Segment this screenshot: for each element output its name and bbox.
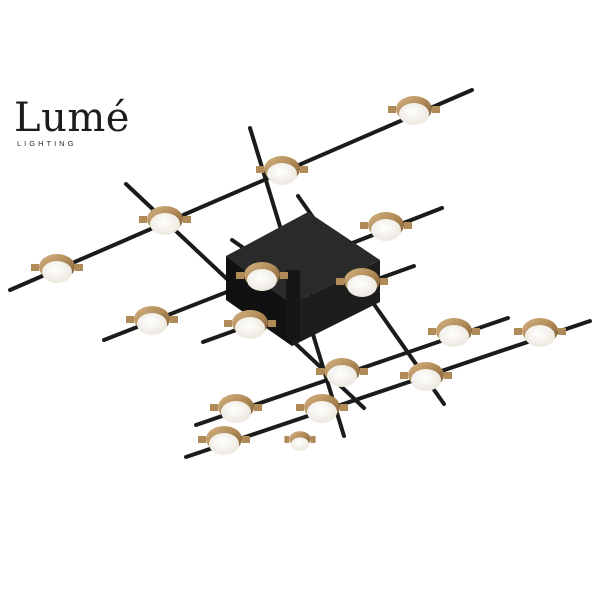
rod-clip	[428, 328, 436, 335]
rod-clip	[268, 320, 276, 327]
rod-clip	[183, 216, 191, 223]
rod-clip	[210, 404, 218, 411]
light-head	[428, 318, 480, 347]
rod-clip	[444, 372, 452, 379]
rod-clip	[432, 106, 440, 113]
rod-clip	[280, 272, 288, 279]
rod-clip	[340, 404, 348, 411]
light-head	[31, 254, 83, 283]
light-head	[126, 306, 178, 335]
light-diffuser	[411, 369, 441, 391]
light-diffuser	[209, 433, 239, 455]
brand-tagline: LIGHTING	[17, 139, 77, 148]
light-diffuser	[42, 261, 72, 283]
light-diffuser	[399, 103, 429, 125]
light-head	[296, 394, 348, 423]
rod-clip	[198, 436, 206, 443]
light-head	[388, 96, 440, 125]
rod-clip	[336, 278, 344, 285]
light-head	[256, 156, 308, 185]
light-diffuser	[235, 317, 265, 339]
light-diffuser	[291, 437, 309, 451]
light-diffuser	[247, 269, 277, 291]
light-head	[236, 262, 288, 291]
rod-clip	[472, 328, 480, 335]
light-head	[139, 206, 191, 235]
brand-logo: Lumé LIGHTING	[14, 96, 130, 148]
rod-clip	[404, 222, 412, 229]
light-heads	[31, 96, 566, 455]
light-head	[360, 212, 412, 241]
rod-clip	[170, 316, 178, 323]
light-head	[336, 268, 388, 297]
brand-name: Lumé	[14, 95, 130, 141]
rod-clip	[300, 166, 308, 173]
rod-clip	[254, 404, 262, 411]
rod-clip	[388, 106, 396, 113]
light-head	[400, 362, 452, 391]
rod-clip	[514, 328, 522, 335]
light-head	[210, 394, 262, 423]
rod-clip	[224, 320, 232, 327]
rod-clip	[75, 264, 83, 271]
rod-clip	[296, 404, 304, 411]
rod-clip	[360, 368, 368, 375]
light-diffuser	[347, 275, 377, 297]
rod-clip	[316, 368, 324, 375]
light-diffuser	[371, 219, 401, 241]
rod-clip	[360, 222, 368, 229]
rod-clip	[310, 436, 316, 443]
light-diffuser	[267, 163, 297, 185]
rod-clip	[284, 436, 290, 443]
light-head	[284, 431, 316, 451]
light-diffuser	[150, 213, 180, 235]
light-diffuser	[221, 401, 251, 423]
rod-clip	[236, 272, 244, 279]
light-diffuser	[137, 313, 167, 335]
rod-clip	[558, 328, 566, 335]
light-head	[198, 426, 250, 455]
light-diffuser	[307, 401, 337, 423]
light-head	[224, 310, 276, 339]
light-diffuser	[439, 325, 469, 347]
light-diffuser	[525, 325, 555, 347]
light-head	[316, 358, 368, 387]
rod-clip	[380, 278, 388, 285]
rod-clip	[242, 436, 250, 443]
light-head	[514, 318, 566, 347]
light-diffuser	[327, 365, 357, 387]
rod-clip	[256, 166, 264, 173]
rod-clip	[31, 264, 39, 271]
rod-clip	[126, 316, 134, 323]
rod-clip	[139, 216, 147, 223]
rod-clip	[400, 372, 408, 379]
